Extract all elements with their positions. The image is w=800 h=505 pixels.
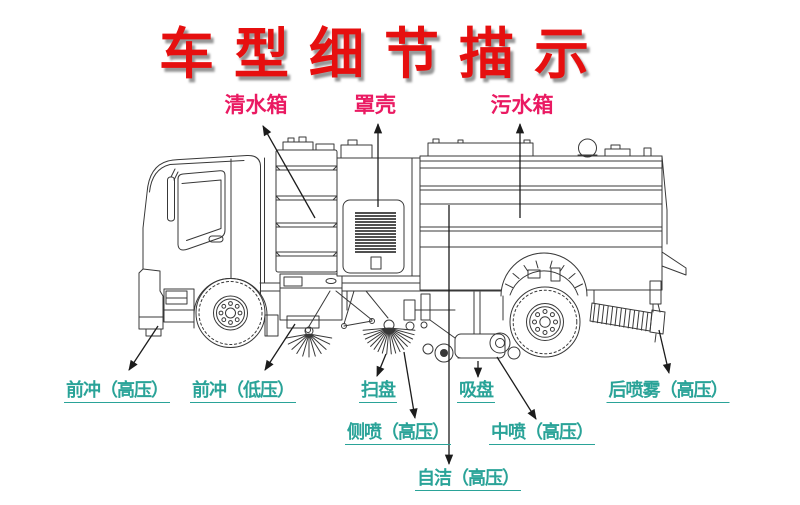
label-cover-shell: 罩壳 — [354, 93, 396, 117]
clean-water-tank-drawing — [275, 136, 338, 273]
label-front-flush-high: 前冲（高压） — [64, 380, 170, 403]
label-mid-spray-high: 中喷（高压） — [489, 422, 595, 445]
suction-drawing — [403, 291, 521, 363]
toolbox-drawing — [279, 273, 343, 321]
front-wheel — [195, 278, 266, 348]
label-sweep-disc: 扫盘 — [359, 380, 397, 403]
label-side-spray-high: 侧喷（高压） — [345, 422, 451, 445]
label-clean-water-tank: 清水箱 — [224, 93, 288, 117]
truck-cab — [138, 154, 265, 337]
rear-wheel — [509, 286, 581, 358]
label-self-clean-high: 自洁（高压） — [415, 468, 521, 491]
page-title: 车型细节描示 — [158, 22, 609, 86]
sweep-brush-drawing — [285, 290, 416, 358]
label-suction-disc: 吸盘 — [457, 380, 495, 403]
sewage-tank-drawing — [419, 138, 687, 321]
label-rear-spray-high: 后喷雾（高压） — [606, 380, 730, 403]
rear-spray-drawing — [589, 280, 666, 343]
label-front-flush-low: 前冲（低压） — [190, 380, 296, 403]
label-sewage-tank: 污水箱 — [490, 93, 554, 117]
arrow-lines — [128, 122, 671, 466]
